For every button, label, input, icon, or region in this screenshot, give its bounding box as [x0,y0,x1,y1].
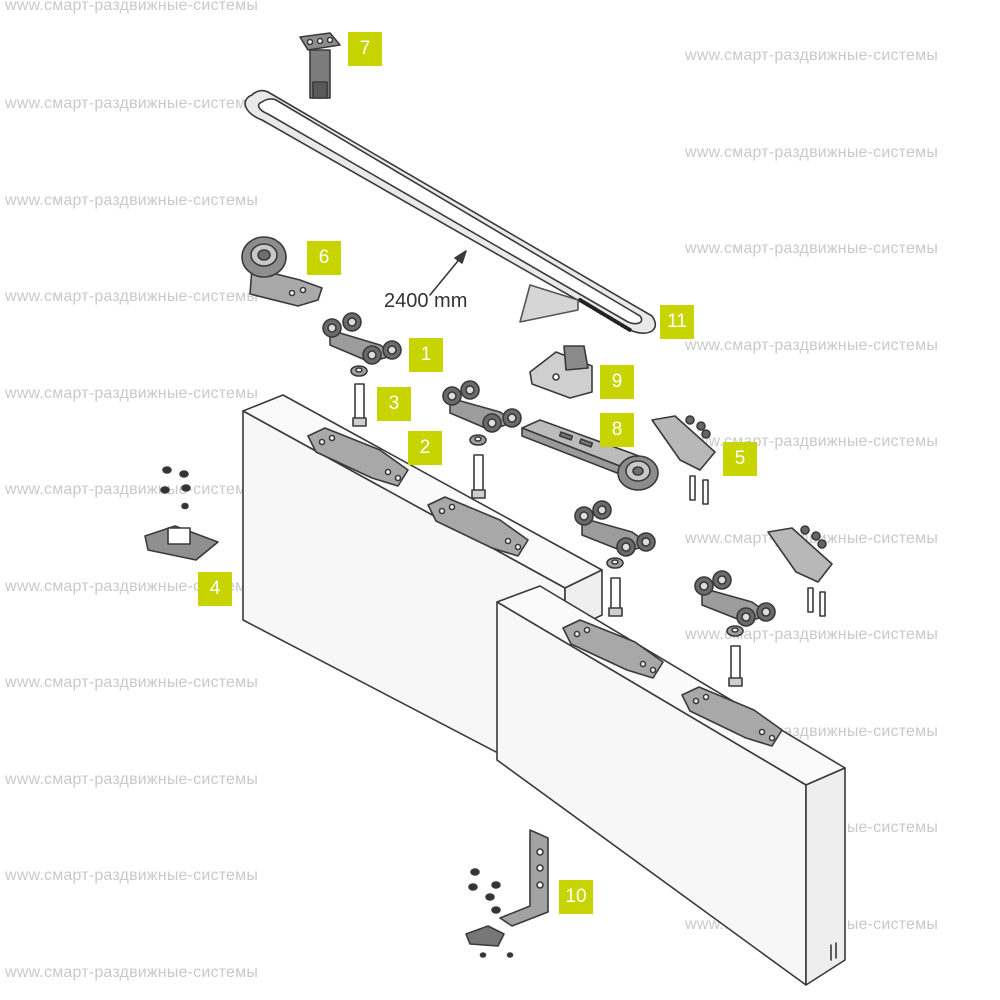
toothed-belt-icon [244,89,657,334]
part-tag-9: 9 [600,365,634,399]
floor-guide-icon [144,466,219,561]
part-tag-6: 6 [307,241,341,275]
part-tag-5: 5 [723,442,757,476]
carriage-icon [694,570,776,627]
bolt-icon [606,557,624,617]
part-tag-1: 1 [409,338,443,372]
mounting-plate-icon [562,619,664,679]
angle-bracket-icon [465,829,549,958]
carriage-icon [574,500,656,557]
part-tag-11: 11 [660,305,694,339]
mounting-plate-icon [681,686,783,747]
mounting-plate-icon [307,427,409,487]
belt-clamp-icon [299,32,341,99]
part-tag-2: 2 [408,431,442,465]
bolt-icon [350,365,368,427]
carriage-icon [442,380,522,433]
pulley-bracket-icon [521,419,659,491]
dimension-arrow [429,250,467,296]
part-tag-4: 4 [198,572,232,606]
stopper-icon [767,525,833,617]
bolt-icon [469,434,487,499]
dimension-label: 2400 mm [384,290,468,312]
part-tag-7: 7 [348,32,382,66]
pulley-icon [241,236,323,307]
part-tag-3: 3 [377,387,411,421]
mounting-plate-icon [427,496,529,557]
bolt-icon [726,625,744,687]
part-tag-10: 10 [559,880,593,914]
part-tag-8: 8 [600,413,634,447]
door-panel-right [496,585,846,986]
belt-connector-icon [529,345,593,399]
stopper-icon [651,415,716,505]
carriage-icon [322,312,402,365]
